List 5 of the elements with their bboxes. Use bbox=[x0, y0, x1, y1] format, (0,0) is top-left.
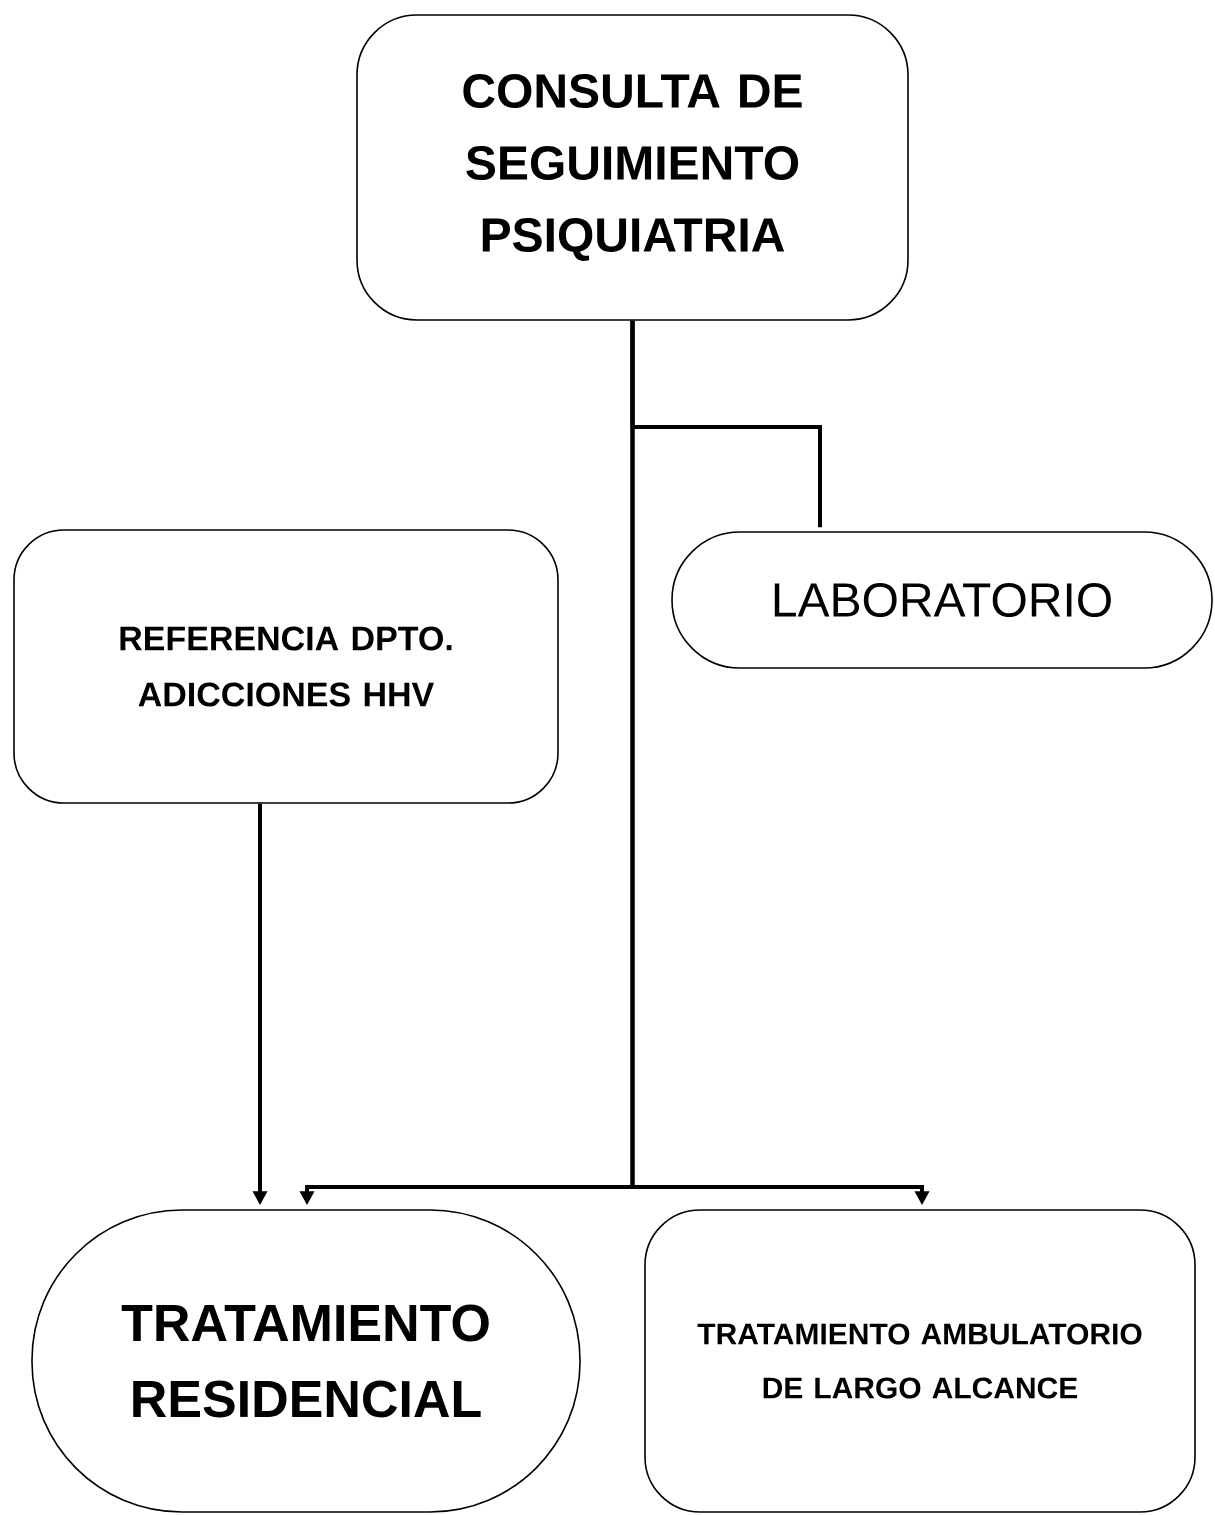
process-box: CONSULTA DE SEGUIMIENTO PSIQUIATRIA bbox=[356, 14, 909, 321]
process-box: REFERENCIA DPTO. ADICCIONES HHV bbox=[13, 529, 559, 804]
process-box: LABORATORIO bbox=[671, 531, 1213, 669]
process-box: TRATAMIENTO RESIDENCIAL bbox=[31, 1209, 581, 1513]
process-box: TRATAMIENTO AMBULATORIO DE LARGO ALCANCE bbox=[644, 1209, 1196, 1513]
